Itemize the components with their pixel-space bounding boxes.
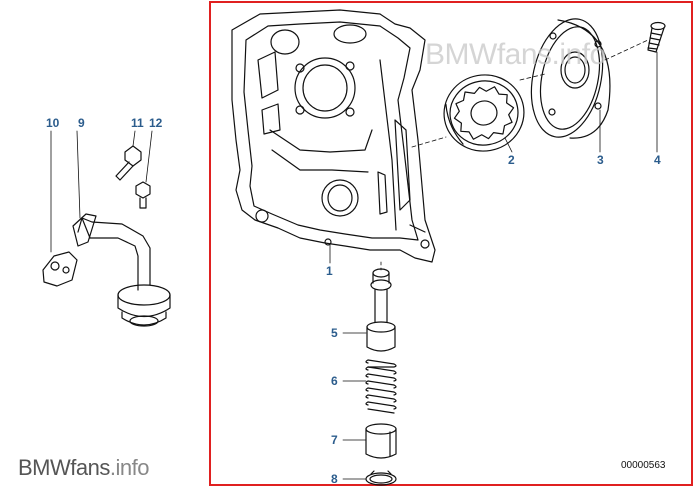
callout-10: 10 — [46, 116, 60, 130]
callout-5: 5 — [331, 326, 338, 340]
circlip — [365, 470, 397, 486]
watermark-main: BMWfans — [425, 38, 552, 71]
hex-bolt-12 — [135, 181, 151, 209]
callout-8: 8 — [331, 472, 338, 486]
callout-6: 6 — [331, 374, 338, 388]
valve-spring — [365, 359, 397, 414]
callout-11: 11 — [131, 116, 144, 130]
oil-pump-housing — [231, 9, 436, 263]
callout-9: 9 — [78, 116, 85, 130]
callout-2: 2 — [508, 153, 515, 167]
callout-4: 4 — [654, 153, 661, 167]
callout-1: 1 — [326, 264, 333, 278]
watermark-tld: .info — [551, 38, 607, 71]
callout-7: 7 — [331, 433, 338, 447]
oil-pickup-tube — [72, 213, 171, 327]
hex-bolt-11 — [115, 145, 142, 181]
pump-cover — [530, 18, 611, 139]
callout-3: 3 — [597, 153, 604, 167]
callout-12: 12 — [149, 116, 163, 130]
valve-plunger — [366, 268, 396, 352]
screw — [647, 21, 666, 53]
highlight-frame — [209, 1, 693, 486]
valve-sleeve — [365, 423, 397, 459]
gasket — [42, 251, 78, 287]
brand-tld: .info — [109, 455, 150, 480]
watermark-logo: BMWfans.info — [425, 38, 606, 72]
pump-rotor — [443, 74, 525, 152]
diagram-code: 00000563 — [621, 460, 666, 471]
brand-logo: BMWfans.info — [18, 455, 149, 481]
brand-main: BMWfans — [18, 455, 110, 480]
